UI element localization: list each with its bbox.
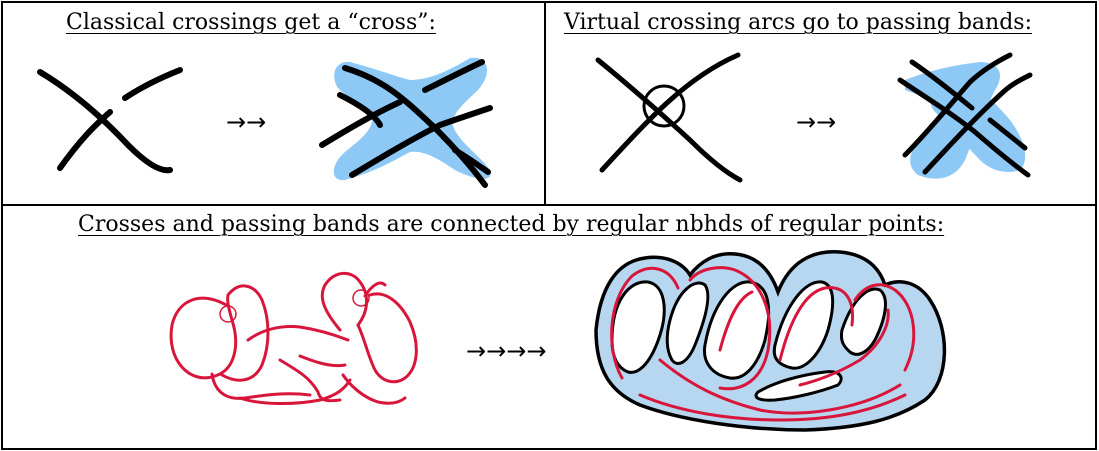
classical-crossing [37,67,183,174]
cross-surface [319,57,493,188]
red-knot [169,271,418,405]
arrow-classical: →→ [226,108,267,136]
caption-virtual-crossings: Virtual crossing arcs go to passing band… [564,10,1033,35]
virtual-crossing [595,52,743,183]
caption-classical-crossings: Classical crossings get a “cross”: [66,10,436,35]
arrow-connections: →→→→ [466,337,547,365]
passing-bands [897,52,1033,179]
surface [594,250,947,432]
arrow-virtual: →→ [796,108,837,136]
caption-connections: Crosses and passing bands are connected … [78,212,945,237]
